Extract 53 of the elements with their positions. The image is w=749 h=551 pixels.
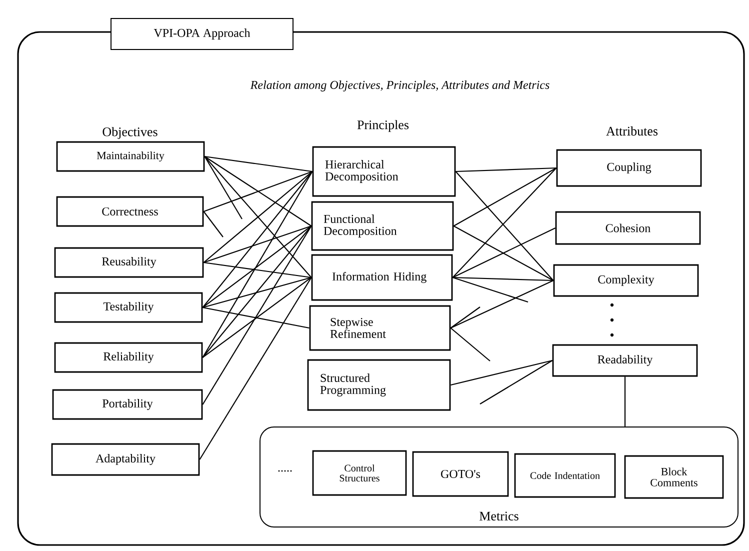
connector-line (199, 277, 312, 460)
connector-line (202, 276, 312, 308)
connector-line (203, 211, 224, 238)
connector-line (202, 226, 312, 405)
connector-line (202, 171, 313, 308)
connector-line (203, 171, 313, 263)
connector-line (202, 171, 313, 358)
box: Complexity (553, 264, 699, 297)
connector-line (204, 262, 312, 278)
title-box: VPI-OPA Approach (110, 18, 294, 50)
column-heading: Attributes (606, 126, 658, 136)
connector-line (204, 156, 312, 226)
connector-line (453, 168, 557, 226)
box: Hierarchical Decomposition (312, 146, 456, 197)
box: Testability (54, 292, 203, 323)
box: Adaptability (51, 443, 200, 476)
box: Cohesion (555, 211, 701, 245)
connector-line (450, 328, 490, 362)
box: Reusability (54, 247, 204, 278)
metric-box: Block Comments (624, 455, 724, 499)
connector-line (204, 156, 242, 220)
ellipsis: ..... (278, 470, 292, 472)
box: Reliability (54, 342, 203, 373)
box: Structured Programming (307, 359, 451, 411)
connector-line (202, 306, 310, 329)
box: Maintainability (56, 141, 205, 172)
connector-line (452, 276, 528, 303)
connector-line (450, 306, 480, 328)
box: Information Hiding (311, 254, 453, 301)
connector-line (450, 360, 552, 386)
connector-line (204, 156, 312, 278)
connector-line (202, 277, 312, 358)
connector-line (204, 170, 312, 212)
connector-line (450, 280, 554, 328)
box: Coupling (556, 149, 702, 187)
box: Correctness (56, 196, 204, 227)
metric-box: GOTO's (412, 451, 509, 497)
connector-line (204, 156, 312, 172)
connector-line (204, 225, 312, 264)
metric-box: Code Indentation (514, 453, 616, 498)
box: Functional Decomposition (311, 201, 454, 251)
box: Portability (52, 389, 203, 420)
box: Stepwise Refinement (309, 305, 451, 351)
box: Readability (552, 344, 698, 377)
column-heading: Principles (357, 120, 409, 132)
connector-line (624, 376, 626, 426)
connector-line (456, 167, 556, 172)
connector-line (202, 226, 312, 308)
metric-box: Control Structures (312, 450, 407, 496)
connector-line (452, 276, 554, 282)
connector-line (480, 360, 553, 404)
subtitle: Relation among Objectives, Principles, Attributes and Metrics (250, 80, 550, 92)
connector-line (202, 226, 312, 358)
